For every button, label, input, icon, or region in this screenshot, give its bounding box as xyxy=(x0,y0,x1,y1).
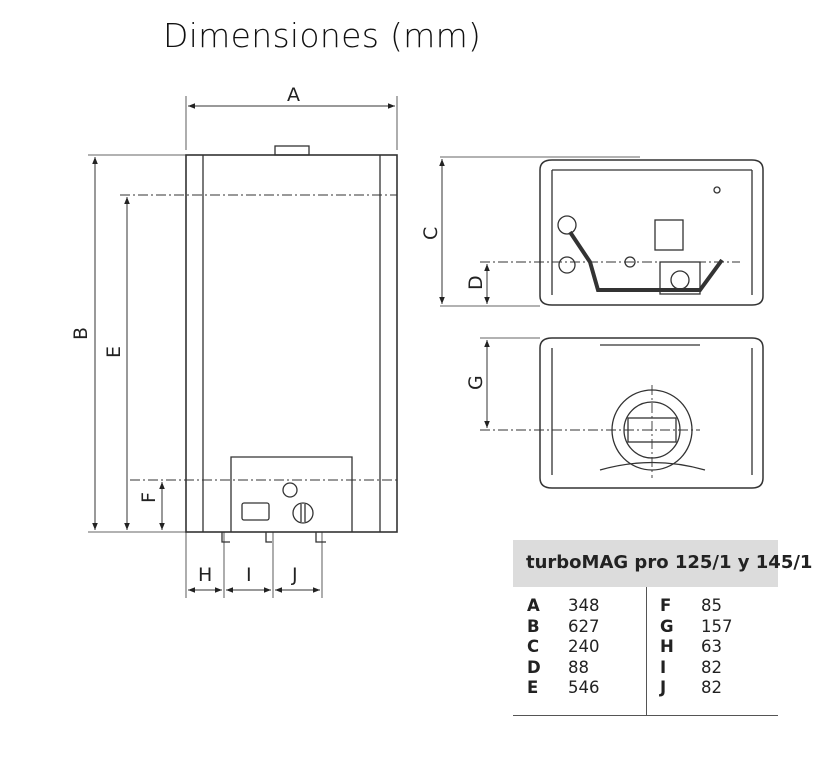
dim-value: 88 xyxy=(568,657,589,677)
dim-value: 240 xyxy=(568,637,600,656)
table-row: I 82 xyxy=(660,658,733,679)
table-row: B 627 xyxy=(527,617,600,638)
table-header: turboMAG pro 125/1 y 145/1 xyxy=(513,540,812,587)
table-row: C 240 xyxy=(527,637,600,658)
dim-value: 627 xyxy=(568,616,600,636)
dim-key: H xyxy=(660,637,674,656)
table-bottom-rule xyxy=(513,715,778,716)
table-row: J 82 xyxy=(660,678,733,699)
page-title: Dimensiones (mm) xyxy=(163,16,482,55)
label-j: J xyxy=(291,564,298,586)
label-f: F xyxy=(138,492,160,503)
dim-key: F xyxy=(660,596,672,615)
label-b: B xyxy=(70,327,92,340)
dim-key: C xyxy=(527,637,540,656)
dim-key: I xyxy=(660,657,667,677)
dim-value: 546 xyxy=(568,678,600,697)
table-left-column: A 348 B 627 C 240 D 88 E 546 xyxy=(527,596,600,699)
table-row: G 157 xyxy=(660,617,733,638)
label-g: G xyxy=(465,375,487,390)
front-view xyxy=(120,145,398,543)
dim-key: A xyxy=(527,596,540,615)
table-row: H 63 xyxy=(660,637,733,658)
label-i: I xyxy=(246,564,252,586)
table-title: turboMAG pro 125/1 y 145/1 xyxy=(526,552,813,573)
label-e: E xyxy=(103,346,125,358)
table-row: E 546 xyxy=(527,678,600,699)
label-c: C xyxy=(420,227,442,240)
table-row: A 348 xyxy=(527,596,600,617)
label-d: D xyxy=(465,275,487,290)
dim-key: J xyxy=(660,678,667,697)
table-divider xyxy=(646,587,647,716)
dim-value: 82 xyxy=(701,678,722,697)
dim-value: 348 xyxy=(568,596,600,615)
label-h: H xyxy=(198,564,212,586)
table-right-column: F 85 G 157 H 63 I 82 J 82 xyxy=(660,596,733,699)
label-a: A xyxy=(287,84,300,106)
dim-value: 85 xyxy=(701,596,722,615)
dim-value: 157 xyxy=(701,616,733,636)
dim-key: E xyxy=(527,678,539,697)
dim-value: 82 xyxy=(701,657,722,677)
dim-key: D xyxy=(527,657,541,677)
table-row: D 88 xyxy=(527,658,600,679)
top-view xyxy=(539,159,764,306)
dim-key: B xyxy=(527,616,540,636)
dim-value: 63 xyxy=(701,637,722,656)
table-row: F 85 xyxy=(660,596,733,617)
bottom-view xyxy=(539,337,764,489)
dim-key: G xyxy=(660,616,674,636)
